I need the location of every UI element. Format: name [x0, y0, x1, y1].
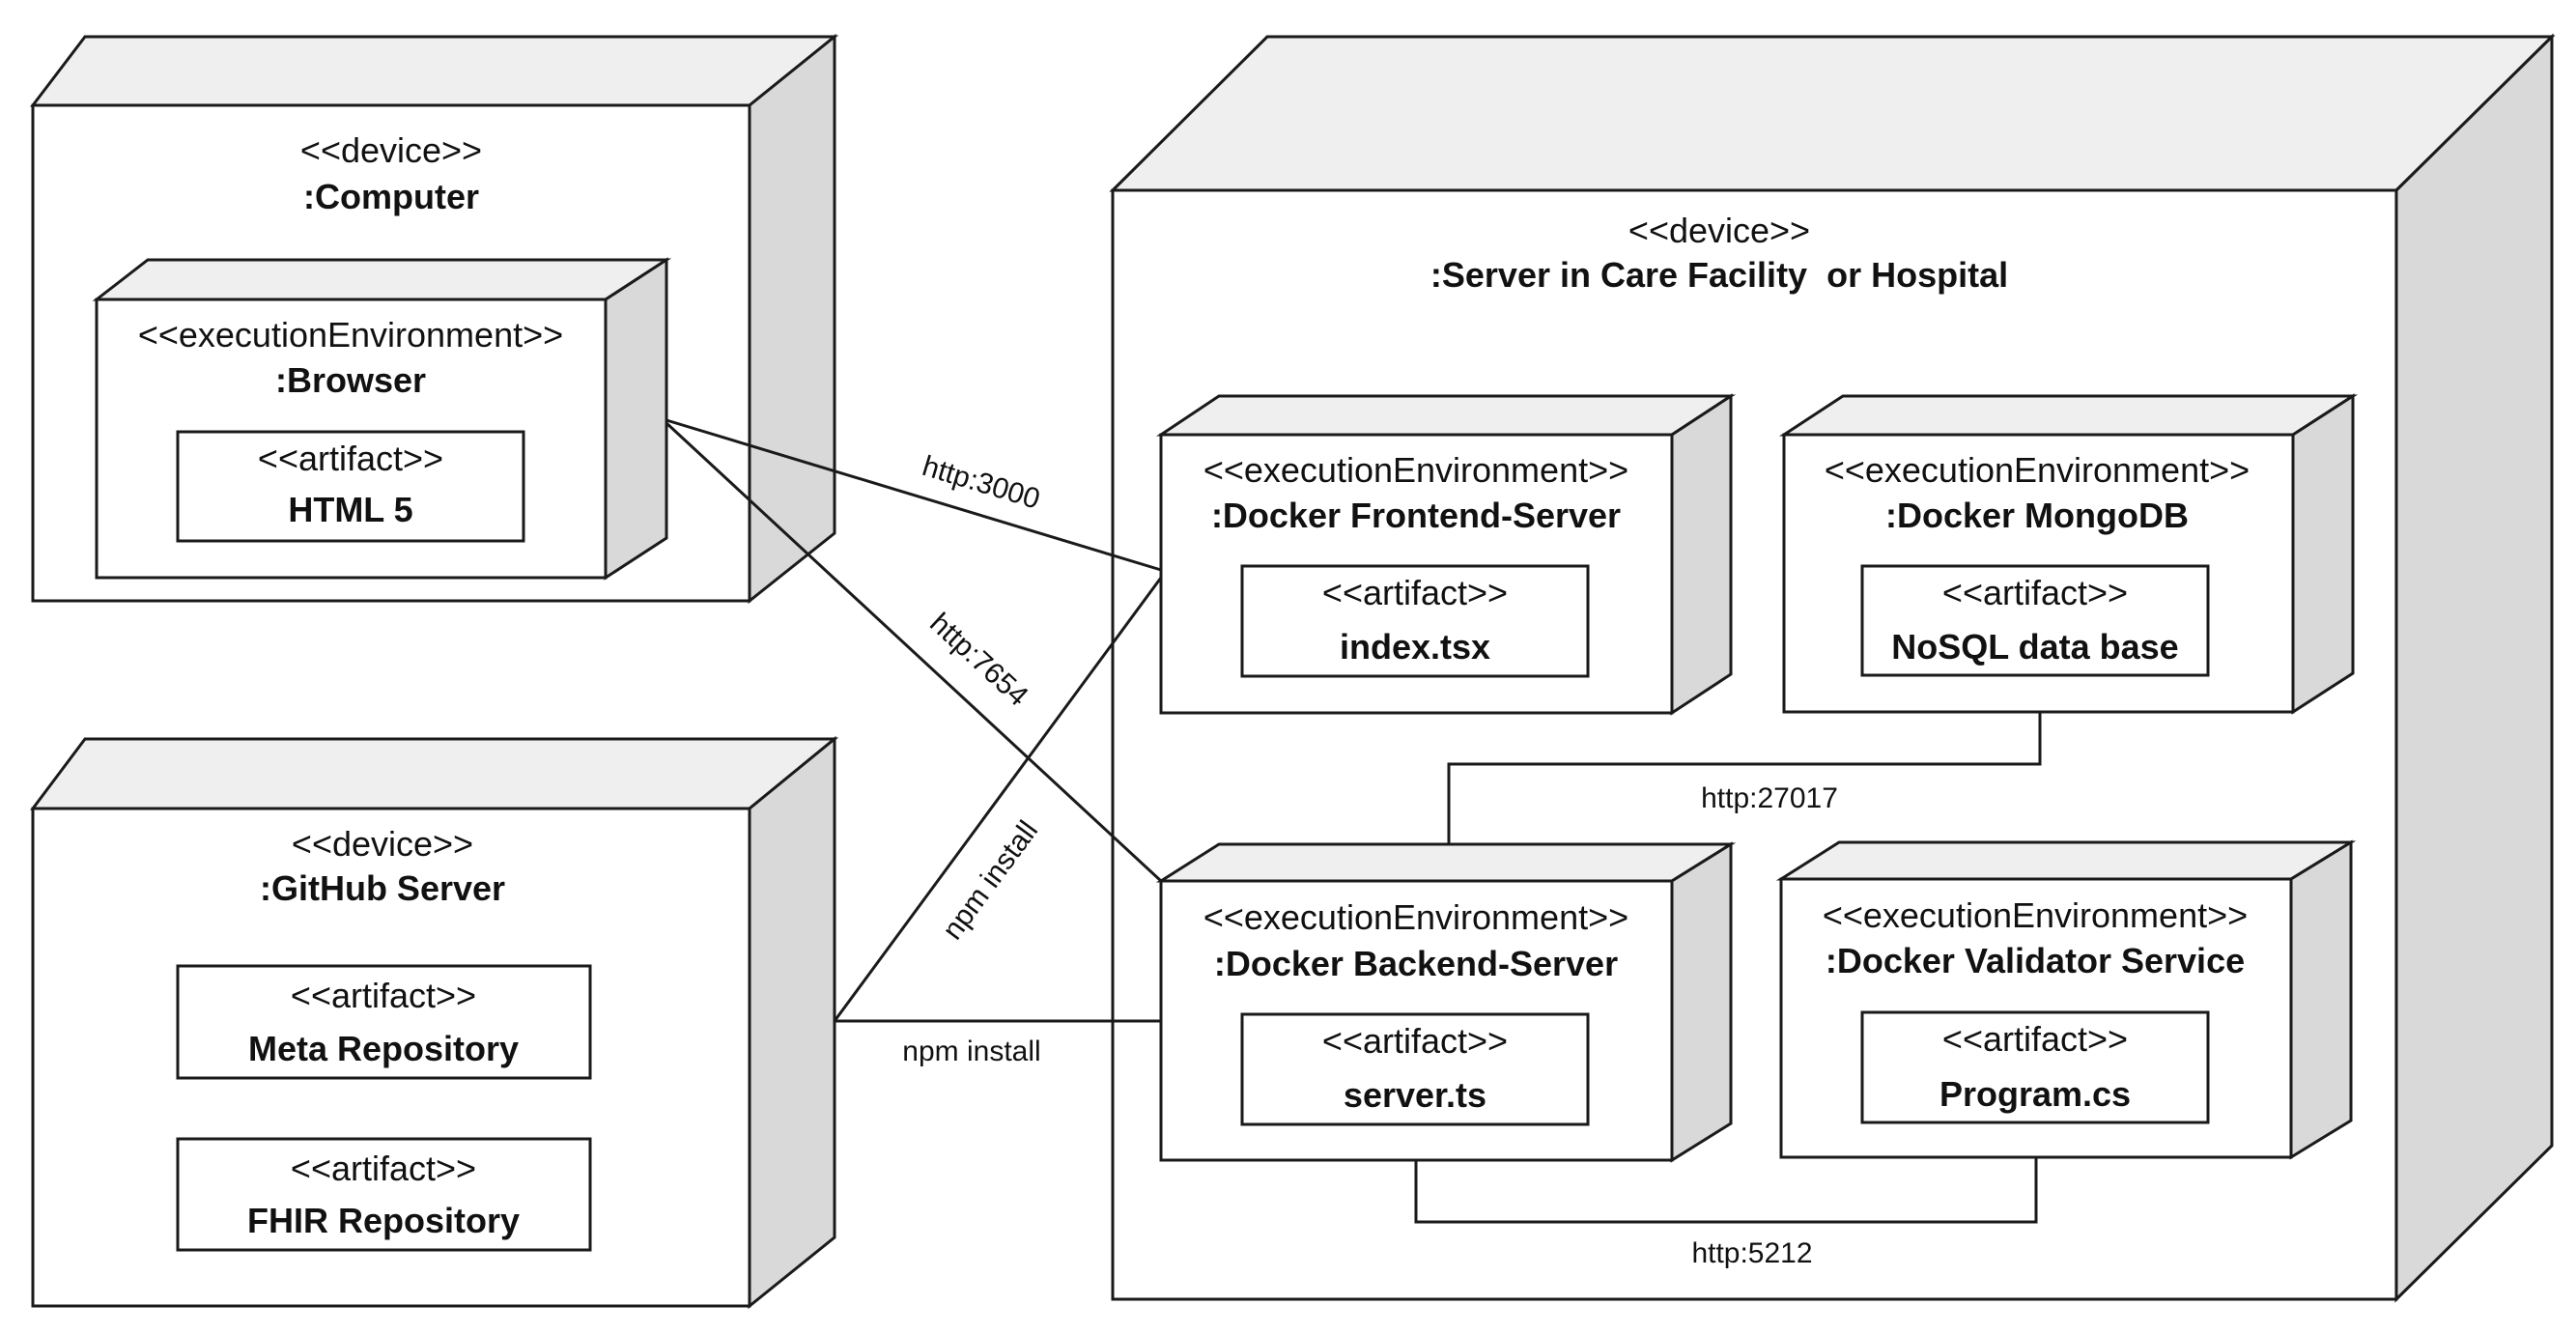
device-github-name: :GitHub Server [260, 868, 505, 908]
artifact-nosql-name: NoSQL data base [1891, 627, 2178, 667]
device-computer-stereotype: <<device>> [300, 130, 482, 170]
artifact-fhir-repository-stereotype: <<artifact>> [291, 1149, 476, 1188]
env-validator-stereotype: <<executionEnvironment>> [1823, 895, 2248, 935]
label-http-5212: http:5212 [1691, 1237, 1812, 1269]
env-frontend-stereotype: <<executionEnvironment>> [1203, 450, 1628, 490]
env-frontend-side [1670, 393, 1733, 716]
artifact-html5[interactable]: <<artifact>> HTML 5 [176, 430, 525, 543]
device-computer-name: :Computer [303, 177, 479, 216]
device-computer-top [29, 35, 839, 107]
artifact-index-tsx[interactable]: <<artifact>> index.tsx [1240, 564, 1590, 678]
env-backend[interactable]: <<executionEnvironment>> :Docker Backend… [1155, 841, 1737, 1163]
device-github[interactable]: <<device>> :GitHub Server <<artifact>> M… [30, 735, 839, 1310]
artifact-program-cs-box [1860, 1010, 2210, 1124]
env-mongodb-side [2291, 393, 2355, 715]
artifact-index-tsx-stereotype: <<artifact>> [1322, 573, 1508, 612]
artifact-meta-repository[interactable]: <<artifact>> Meta Repository [176, 964, 592, 1080]
artifact-index-tsx-name: index.tsx [1340, 627, 1490, 667]
env-backend-name: :Docker Backend-Server [1214, 944, 1618, 983]
device-github-top [30, 737, 839, 810]
env-validator-side [2289, 839, 2353, 1160]
env-mongodb[interactable]: <<executionEnvironment>> :Docker MongoDB… [1778, 393, 2359, 715]
env-backend-side [1670, 841, 1733, 1163]
device-github-side [748, 735, 836, 1310]
env-browser-stereotype: <<executionEnvironment>> [138, 315, 563, 355]
env-browser-top [92, 258, 672, 301]
env-browser[interactable]: <<executionEnvironment>> :Browser <<arti… [92, 257, 672, 581]
connection-browser-frontend[interactable] [665, 418, 1162, 572]
artifact-meta-repository-name: Meta Repository [248, 1029, 519, 1068]
connection-backend-validator[interactable] [1414, 1157, 2038, 1224]
label-npm-install-horizontal: npm install [902, 1036, 1040, 1067]
env-mongodb-top [1778, 394, 2359, 437]
env-validator[interactable]: <<executionEnvironment>> :Docker Validat… [1775, 839, 2357, 1160]
artifact-server-ts-stereotype: <<artifact>> [1322, 1021, 1508, 1061]
device-server-stereotype: <<device>> [1628, 211, 1810, 250]
artifact-index-tsx-box [1240, 564, 1590, 678]
artifact-fhir-repository-name: FHIR Repository [247, 1201, 520, 1240]
device-server-side [2394, 33, 2554, 1303]
artifact-nosql-box [1860, 564, 2210, 677]
artifact-nosql[interactable]: <<artifact>> NoSQL data base [1860, 564, 2210, 677]
artifact-server-ts-name: server.ts [1344, 1075, 1486, 1115]
connection-github-frontend[interactable] [833, 577, 1163, 1022]
device-computer-side [748, 33, 836, 605]
env-frontend[interactable]: <<executionEnvironment>> :Docker Fronten… [1156, 393, 1737, 716]
artifact-html5-box [176, 430, 525, 543]
label-http-27017: http:27017 [1701, 782, 1838, 814]
connection-backend-mongodb[interactable] [1447, 712, 2042, 844]
artifact-program-cs-name: Program.cs [1939, 1074, 2131, 1114]
artifact-meta-repository-box [176, 964, 592, 1080]
env-backend-top [1155, 842, 1737, 883]
artifact-server-ts-box [1240, 1012, 1590, 1126]
env-mongodb-stereotype: <<executionEnvironment>> [1825, 450, 2250, 490]
artifact-server-ts[interactable]: <<artifact>> server.ts [1240, 1012, 1590, 1126]
device-server-name: :Server in Care Facility or Hospital [1430, 255, 2008, 295]
label-http-3000: http:3000 [919, 450, 1043, 516]
connection-browser-backend[interactable] [665, 421, 1163, 883]
artifact-fhir-repository-box [176, 1137, 592, 1252]
label-http-7654: http:7654 [923, 607, 1033, 712]
artifact-meta-repository-stereotype: <<artifact>> [291, 976, 476, 1015]
artifact-nosql-stereotype: <<artifact>> [1942, 573, 2128, 612]
device-github-stereotype: <<device>> [292, 824, 473, 864]
env-browser-side [604, 257, 668, 581]
artifact-program-cs-stereotype: <<artifact>> [1942, 1019, 2128, 1059]
device-server-top [1109, 35, 2556, 192]
env-validator-top [1775, 840, 2357, 881]
env-mongodb-name: :Docker MongoDB [1885, 496, 2189, 535]
env-frontend-top [1156, 394, 1737, 437]
env-browser-name: :Browser [275, 360, 426, 400]
env-frontend-name: :Docker Frontend-Server [1211, 496, 1621, 535]
env-backend-stereotype: <<executionEnvironment>> [1203, 897, 1628, 937]
artifact-program-cs[interactable]: <<artifact>> Program.cs [1860, 1010, 2210, 1124]
label-npm-install-diagonal: npm install [937, 815, 1045, 946]
env-validator-name: :Docker Validator Service [1826, 941, 2245, 980]
artifact-html5-name: HTML 5 [288, 490, 412, 529]
artifact-html5-stereotype: <<artifact>> [258, 439, 443, 478]
artifact-fhir-repository[interactable]: <<artifact>> FHIR Repository [176, 1137, 592, 1252]
